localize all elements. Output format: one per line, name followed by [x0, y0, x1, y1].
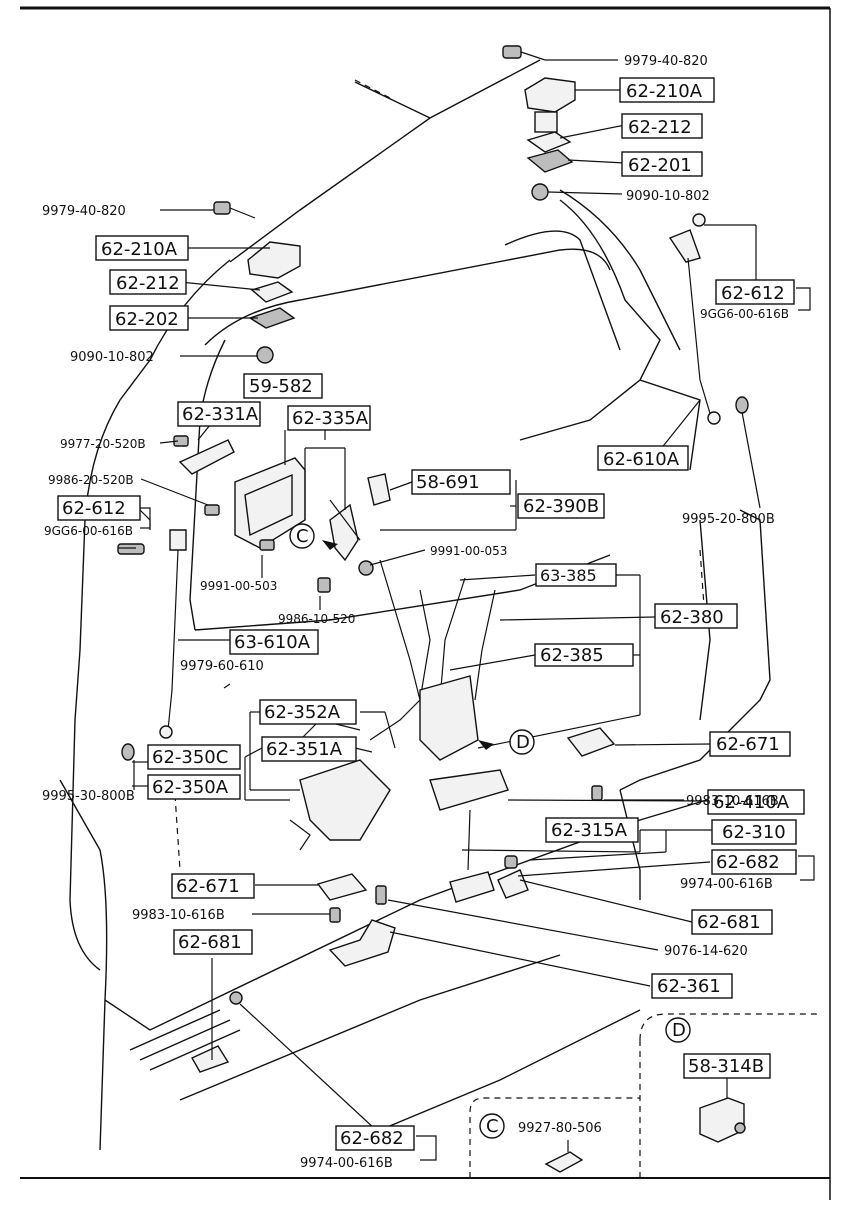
label-bolt-682-left-sub: 9974-00-616B: [300, 1156, 393, 1171]
label-nut-right: 9090-10-802: [626, 189, 710, 204]
detail-c-part: 9927-80-506: [518, 1121, 602, 1136]
motor-actuator: [173, 435, 391, 593]
label-strut-right: 62-610A: [603, 449, 680, 470]
lower-guides: [191, 873, 396, 1073]
label-bolt-strut-right: 9995-20-800B: [682, 512, 775, 527]
label-motor: 59-582: [249, 376, 313, 397]
label-bracket-331: 62-331A: [182, 404, 259, 425]
label-ball-left-sub: 9GG6-00-616B: [44, 524, 133, 538]
label-rod-63385: 63-385: [540, 566, 597, 585]
detail-d-letter: D: [672, 1020, 686, 1041]
label-hinge-right: 62-210A: [626, 81, 703, 102]
label-plate-left: 62-202: [115, 309, 179, 330]
detail-d-part: 58-314B: [688, 1056, 764, 1077]
callout-d: D: [516, 732, 530, 753]
latch-handle-cluster: [289, 675, 616, 903]
label-guide-681-right: 62-681: [697, 912, 761, 933]
label-screw-9076: 9076-14-620: [664, 944, 748, 959]
hinge-right-assembly: [502, 45, 576, 201]
label-bumper-left: 62-671: [176, 876, 240, 897]
label-bolt-left: 9979-40-820: [42, 204, 126, 219]
control-rods: [329, 499, 496, 721]
gas-strut-left: [117, 529, 187, 761]
label-bumper-right: 62-671: [716, 734, 780, 755]
label-shim-left: 62-212: [116, 273, 180, 294]
callout-markers: [289, 523, 535, 755]
label-rod-62385: 62-385: [540, 645, 604, 666]
label-bolt-682-left: 62-682: [340, 1128, 404, 1149]
detail-panels: [469, 1013, 820, 1178]
label-screw-9983-right: 9983-10-616B: [686, 794, 779, 809]
label-screw-9986a: 9986-20-520B: [48, 473, 134, 487]
label-bolt-9995-30: 9995-30-800B: [42, 789, 135, 804]
label-handle-410: 62-410A: [713, 792, 790, 813]
label-strut-left: 63-610A: [234, 632, 311, 653]
label-bolt-9979-60: 9979-60-610: [180, 659, 264, 674]
label-hinge-left: 62-210A: [101, 239, 178, 260]
label-frames: [57, 77, 815, 1161]
page-border: [20, 6, 831, 1200]
label-latch-351: 62-351A: [266, 739, 343, 760]
label-rod-62380: 62-380: [660, 607, 724, 628]
label-bolt-top: 9979-40-820: [624, 54, 708, 69]
part-labels: 9979-40-820 62-210A 62-212 62-201 9090-1…: [42, 54, 790, 1171]
label-nut-9991a: 9991-00-503: [200, 579, 277, 593]
label-latch-350c: 62-350C: [152, 747, 228, 768]
leader-lines: [118, 59, 761, 1138]
callout-c: C: [296, 526, 309, 547]
label-screw-9977: 9977-20-520B: [60, 437, 146, 451]
detail-c-letter: C: [486, 1116, 499, 1137]
label-lock-390: 62-390B: [523, 496, 599, 517]
label-nut-left: 9090-10-802: [70, 350, 154, 365]
label-ball-right: 62-612: [721, 283, 785, 304]
label-plate-right: 62-201: [628, 155, 692, 176]
label-screw-9983-left: 9983-10-616B: [132, 908, 225, 923]
label-ball-left: 62-612: [62, 498, 126, 519]
label-bolt-682-right-sub: 9974-00-616B: [680, 877, 773, 892]
label-switch-58691: 58-691: [416, 472, 480, 493]
label-latch-350a: 62-350A: [152, 777, 229, 798]
label-nut-9991b: 9991-00-053: [430, 544, 507, 558]
label-actuator-335: 62-335A: [292, 408, 369, 429]
label-shim-right: 62-212: [628, 117, 692, 138]
label-latch-352: 62-352A: [264, 702, 341, 723]
label-screw-9986b: 9986-10-520: [278, 612, 355, 626]
label-ball-right-sub: 9GG6-00-616B: [700, 307, 789, 321]
hinge-left-assembly: [213, 201, 301, 364]
label-bolt-682-right: 62-682: [716, 852, 780, 873]
label-striker-315: 62-315A: [551, 820, 628, 841]
label-guide-681-left: 62-681: [178, 932, 242, 953]
gas-strut-right: [668, 213, 749, 425]
label-striker-310: 62-310: [722, 822, 786, 843]
label-plate-361: 62-361: [657, 976, 721, 997]
